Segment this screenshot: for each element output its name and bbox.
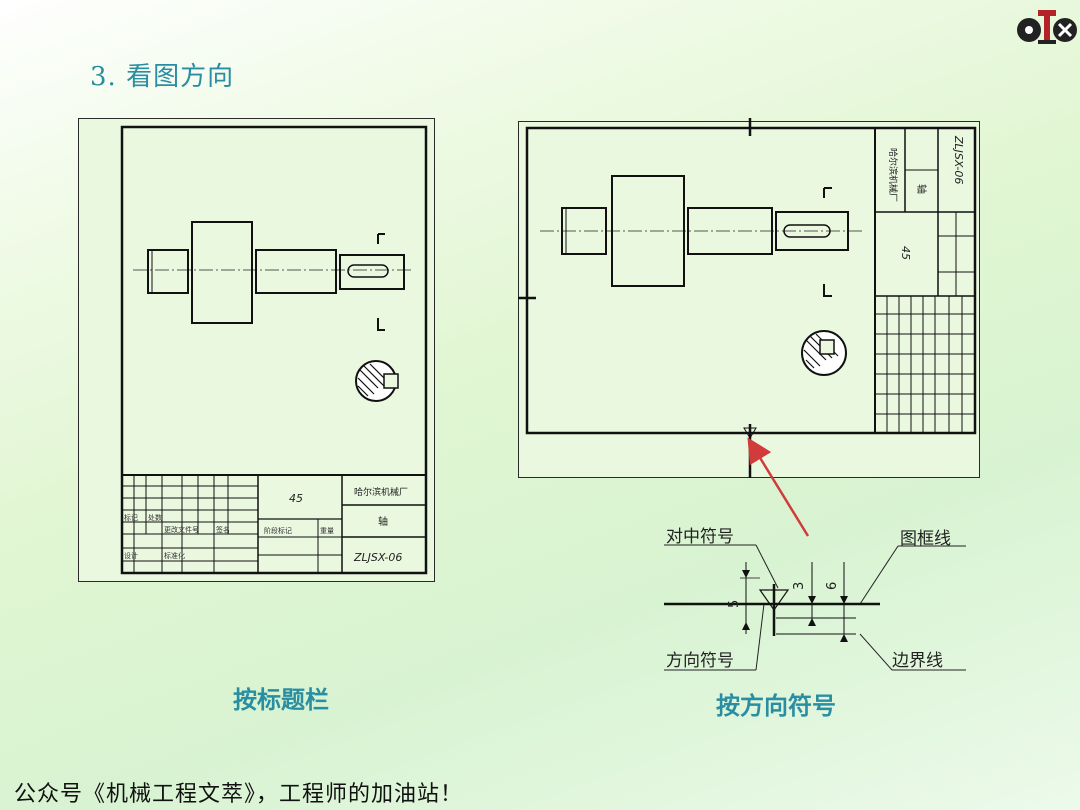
label-centering-mark: 对中符号 — [666, 527, 734, 547]
caption-by-title-block: 按标题栏 — [233, 686, 329, 714]
svg-text:更改文件号: 更改文件号 — [164, 525, 199, 534]
pointer-arrow — [747, 437, 810, 537]
svg-text:处数: 处数 — [148, 513, 162, 522]
label-border-line: 边界线 — [892, 651, 943, 671]
footer-text: 公众号《机械工程文萃》，工程师的加油站！ — [14, 782, 464, 807]
caption-by-direction-mark: 按方向符号 — [716, 692, 836, 720]
label-frame-line: 图框线 — [900, 529, 951, 549]
label-direction-mark: 方向符号 — [666, 651, 734, 671]
svg-text:阶段标记: 阶段标记 — [264, 526, 292, 535]
left-part-name-text: 轴 — [378, 515, 388, 528]
right-company-text: 哈尔滨机械厂 — [887, 148, 899, 202]
left-drawing: 标记 处数 更改文件号 签名 设计 标准化 阶段标记 重量 45 哈尔滨机械厂 轴 ZL… — [120, 125, 428, 575]
right-part-name-text: 轴 — [915, 184, 928, 194]
right-drawing: 哈尔滨机械厂 轴 ZLJSX-06 45 — [518, 118, 977, 478]
svg-text:设计: 设计 — [124, 551, 138, 560]
svg-text:标记: 标记 — [124, 513, 138, 522]
detail-drawing: 5 3 6 — [664, 544, 966, 671]
svg-text:标准化: 标准化 — [164, 551, 185, 560]
detail-diagram: 对中符号 图框线 方向符号 边界线 5 3 6 — [660, 518, 970, 678]
dim-3-text: 3 — [792, 582, 807, 590]
left-company-text: 哈尔滨机械厂 — [354, 486, 408, 498]
right-drawing-no-text: ZLJSX-06 — [952, 135, 965, 184]
left-material-text: 45 — [289, 492, 303, 505]
dim-6-text: 6 — [825, 582, 840, 590]
dim-5-text: 5 — [727, 600, 742, 608]
logo-icon — [1017, 10, 1077, 44]
slide-title: 3. 看图方向 — [90, 62, 235, 92]
right-material-text: 45 — [899, 246, 912, 260]
svg-text:签名: 签名 — [216, 525, 230, 534]
right-drawing-panel — [518, 121, 980, 478]
left-drawing-no-text: ZLJSX-06 — [353, 551, 402, 564]
svg-text:重量: 重量 — [320, 527, 334, 535]
